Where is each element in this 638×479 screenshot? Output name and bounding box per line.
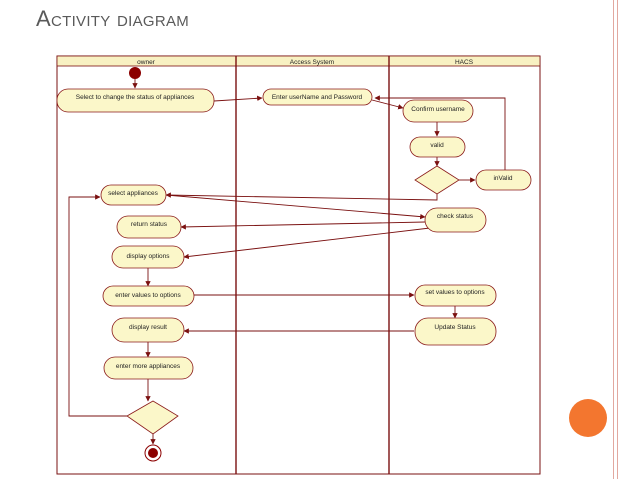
activity-label: enter more appliances [116,363,181,370]
activity-label: Update Status [434,324,476,331]
activity-enter-username-password: Enter userName and Password [262,88,373,106]
activity-label: Select to change the status of appliance… [76,94,195,101]
start-node [129,67,141,79]
slide-title: Activity diagram [36,6,190,31]
activity-select-change-status: Select to change the status of appliance… [56,88,215,113]
activity-label: display options [127,253,171,260]
activity-label: check status [437,213,474,220]
activity-label: valid [430,142,444,149]
activity-enter-values: enter values to options [102,285,195,307]
activity-valid: valid [409,136,466,158]
decision-node-validation [414,165,460,195]
activity-update-status: Update Status [414,317,497,346]
activity-return-status: return status [116,215,182,239]
activity-enter-more-appliances: enter more appliances [103,356,194,380]
decorative-orange-circle [569,399,607,437]
activity-label: inValid [493,175,512,182]
activity-display-result: display result [111,317,185,343]
activity-check-status: check status [424,207,487,233]
decision-node-more-appliances [126,400,179,435]
activity-set-values: set values to options [414,284,497,307]
end-node [144,444,162,462]
activity-label: display result [129,324,167,331]
lane-header-owner: owner [137,59,156,66]
diagram-edges [68,79,506,445]
activity-label: return status [131,221,168,228]
activity-select-appliances: select appliances [100,184,167,206]
activity-label: Enter userName and Password [272,94,363,101]
lane-header-access-system: Access System [290,59,334,66]
activity-confirm-username: Confirm username [402,99,474,123]
lane-header-hacs: HACS [455,59,474,66]
activity-label: set values to options [425,289,485,296]
decorative-line [617,0,618,479]
swimlane-frame [56,55,541,475]
decorative-line [613,0,614,479]
activity-display-options: display options [111,245,185,269]
activity-invalid: inValid [475,169,532,191]
activity-label: select appliances [108,190,159,197]
activity-label: enter values to options [115,292,181,299]
activity-label: Confirm username [411,106,465,113]
